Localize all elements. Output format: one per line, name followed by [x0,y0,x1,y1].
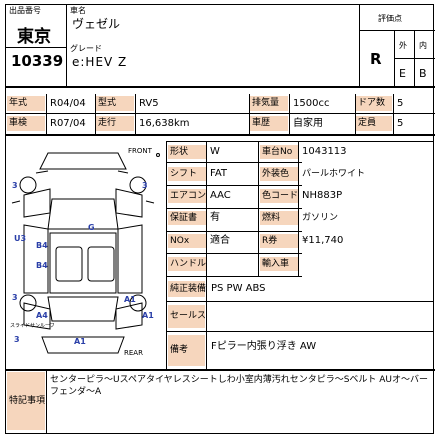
score-label: 評価点 [378,14,402,23]
grade: e:HEV Z [72,55,128,69]
import-label: 輸入車 [260,257,298,271]
score: R [370,50,382,68]
type-value: RV5 [139,97,159,109]
seats-value: 5 [397,117,404,129]
model-name: ヴェゼル [72,17,121,31]
displacement-value: 1500cc [293,97,330,109]
year-value: R04/04 [50,97,86,109]
nox-label: NOx [168,234,206,248]
grade-label: グレード [70,44,102,53]
sales-value [208,305,428,328]
damage-mark: A4 [36,311,48,320]
damage-mark: B4 [36,261,48,270]
damage-mark: 3 [142,181,148,190]
front-label: FRONT [128,147,152,155]
rear-label: REAR [124,349,143,357]
damage-mark: U3 [14,234,27,243]
displacement-label: 排気量 [250,96,288,111]
doors-value: 5 [397,97,404,109]
damage-mark: A1 [142,311,154,320]
damage-mark: G [88,223,95,232]
notes-value: Fピラー内張り浮き AW [211,341,317,352]
doors-label: ドア数 [356,96,392,111]
seats-label: 定員 [356,116,392,131]
damage-mark: B4 [36,241,48,250]
interior-grade: B [419,67,427,80]
mileage-value: 16,638km [139,117,190,129]
car-damage-diagram [11,152,160,354]
color-label: 外装色 [260,167,298,181]
year-label: 年式 [7,96,45,111]
equipment-value: PS PW ABS [211,283,266,294]
fuel-label: 燃料 [260,211,298,225]
damage-mark: 3 [12,181,18,190]
mileage-label: 走行 [96,116,134,131]
color-code-label: 色コード [260,189,298,203]
type-label: 型式 [96,96,134,111]
sales-label: セールス [168,305,206,328]
interior-label: 内 [419,41,427,50]
equipment-label: 純正装備 [168,281,206,297]
inspection-label: 車検 [7,116,45,131]
import-value [299,257,429,271]
damage-mark: A1 [74,337,86,346]
damage-mark: 3 [14,335,20,344]
fuel-value: ガソリン [302,212,339,223]
inspection-value: R07/04 [50,117,86,129]
auction-sheet: 出品番号 東京 10339 車名 ヴェゼル グレード e:HEV Z 評価点 R… [5,4,435,434]
color-value: パールホワイト [302,168,366,179]
ac-value: AAC [210,190,231,201]
damage-mark: 3 [12,293,18,302]
model-label: 車名 [70,6,86,15]
chassis-value: 1043113 [302,146,347,157]
lot-number: 10339 [11,52,64,70]
recycle-label: R券 [260,234,298,248]
remarks-label: 特記事項 [7,372,45,430]
venue: 東京 [17,27,51,47]
damage-mark: A1 [124,295,136,304]
exterior-label: 外 [399,41,407,50]
plate-value: 自家用 [293,117,323,129]
notes-label: 備考 [168,335,205,366]
shape-label: 形状 [168,145,206,159]
ac-label: エアコン [168,189,206,203]
shift-value: FAT [210,168,228,179]
shape-value: W [210,146,220,157]
chassis-label: 車台No [260,145,298,159]
recycle-value: ¥11,740 [302,235,344,246]
steering-value [207,257,257,271]
lot-label: 出品番号 [9,6,41,15]
sunroof-label: スライドサンルーフ [10,323,55,329]
shift-label: シフト [168,167,206,181]
warranty-value: 有 [210,212,220,223]
steering-label: ハンドル [168,257,206,271]
nox-value: 適合 [210,235,230,246]
remarks-text: センターピラ～Uスペアタイヤレスシートしわ小室内薄汚れセンタピラ～Sベルト AU… [50,375,429,397]
plate-label: 車歴 [250,116,288,131]
exterior-grade: E [399,67,406,80]
color-code-value: NH883P [302,190,343,201]
warranty-label: 保証書 [168,211,206,225]
